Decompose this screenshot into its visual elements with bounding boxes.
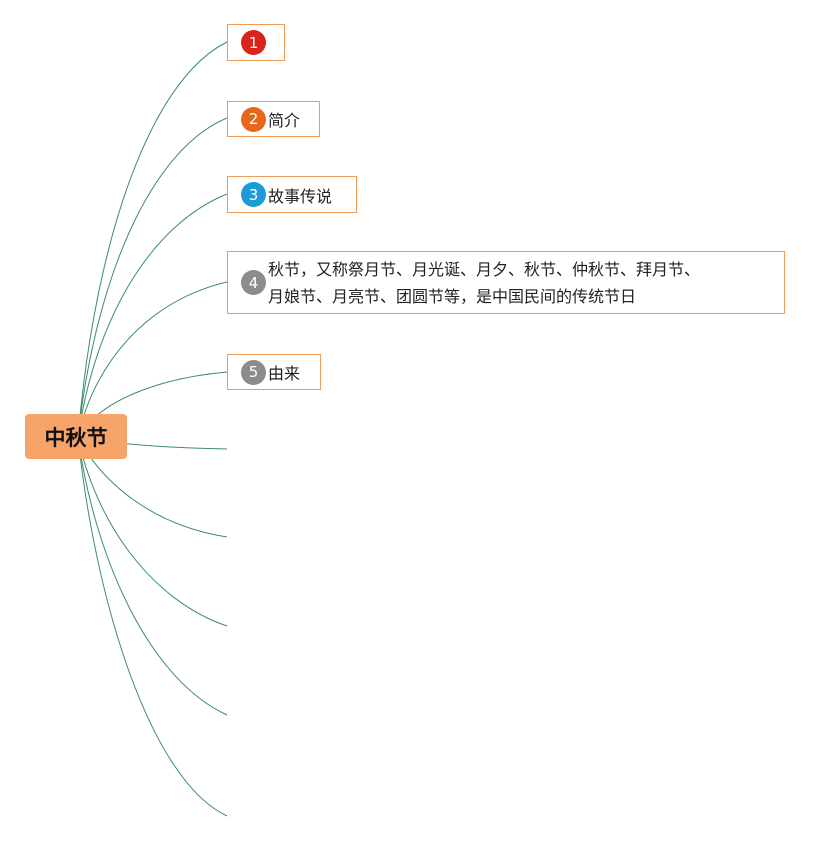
topic-text-4-line-1: 秋节，又称祭月节、月光诞、月夕、秋节、仲秋节、拜月节、 [268, 259, 701, 279]
topic-label-5: 由来 [268, 364, 301, 383]
topic-text-4: 秋节，又称祭月节、月光诞、月夕、秋节、仲秋节、拜月节、 月娘节、月亮节、团圆节等… [268, 256, 700, 310]
branch-line-9 [77, 436, 228, 716]
branch-line-3 [77, 193, 228, 438]
topic-node-5[interactable]: 5 由来 [227, 354, 321, 390]
topic-text-4-line-2: 月娘节、月亮节、团圆节等，是中国民间的传统节日 [268, 286, 637, 306]
topic-node-3[interactable]: 3 故事传说 [227, 176, 357, 213]
topic-node-1[interactable]: 1 [227, 24, 285, 61]
root-topic[interactable]: 中秋节 [25, 414, 127, 459]
topic-node-2[interactable]: 2 简介 [227, 101, 320, 137]
number-badge-5: 5 [241, 359, 266, 385]
branch-line-4 [77, 281, 228, 438]
topic-node-4[interactable]: 4 秋节，又称祭月节、月光诞、月夕、秋节、仲秋节、拜月节、 月娘节、月亮节、团圆… [227, 251, 785, 314]
number-badge-4: 4 [241, 270, 266, 295]
branch-line-8 [77, 436, 228, 627]
number-badge-2: 2 [241, 106, 266, 132]
topic-label-3: 故事传说 [268, 186, 333, 206]
branch-line-10 [77, 436, 228, 817]
branch-line-1 [77, 41, 228, 438]
number-badge-3: 3 [241, 182, 266, 207]
branch-line-2 [77, 117, 228, 438]
topic-label-2: 简介 [268, 111, 301, 130]
number-badge-1: 1 [241, 30, 266, 55]
root-topic-label: 中秋节 [44, 425, 108, 450]
